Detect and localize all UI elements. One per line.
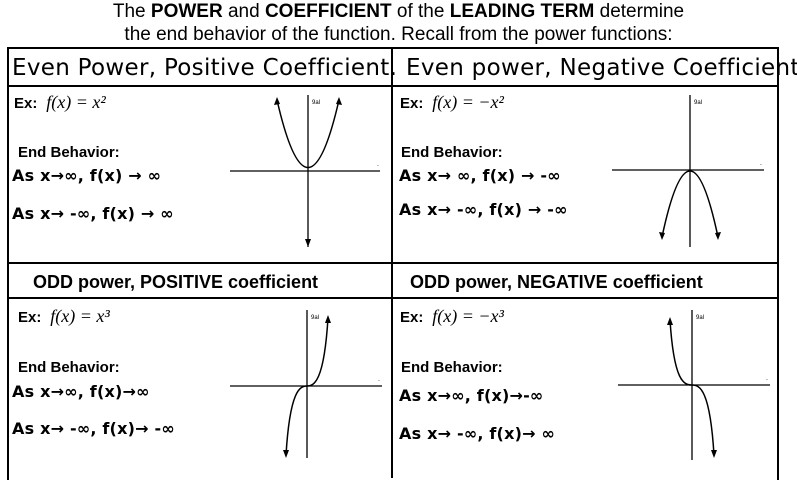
intro-line-2: the end behavior of the function. Recall… [124, 24, 673, 45]
cell3-example: Ex: f(x) = x³ [18, 306, 110, 327]
row-divider [7, 262, 779, 264]
cell1-x-tick-mark: . [377, 161, 379, 168]
intro-text-g: determine [594, 1, 685, 22]
cell4-axis-label: 9al [696, 315, 704, 321]
intro-text-a: The [112, 1, 151, 22]
intro-text-c: and [222, 1, 265, 22]
cell1-rule-1: As x→∞, f(x) → ∞ [12, 166, 162, 185]
cell1-title: Even Power, Positive Coefficient. [12, 55, 398, 81]
intro-text-e: of the [391, 1, 450, 22]
cell2-ex-label: Ex: [400, 95, 424, 112]
cell2-equation: f(x) = −x² [432, 92, 504, 112]
intro-power: POWER [150, 1, 223, 22]
cell3-axis-label: 9al [311, 315, 319, 321]
cell1-curve [276, 99, 340, 168]
cell4-example: Ex: f(x) = −x³ [400, 306, 504, 327]
cell2-curve-arrow-left [659, 232, 665, 240]
cell2-x-tick-mark: . [760, 160, 762, 167]
cell2-axis-label: 9al [694, 100, 702, 106]
cell1-curve-arrow-right [336, 97, 342, 105]
cell2-title: Even power, Negative Coefficient [406, 55, 797, 81]
cell4-end-behavior-label: End Behavior: [401, 359, 503, 376]
cell4-equation: f(x) = −x³ [432, 306, 504, 326]
cell2-graph: 9al . [612, 95, 764, 247]
cell1-curve-arrow-left [274, 97, 280, 105]
cell3-curve [285, 317, 329, 456]
cell1-graph: 9al . [230, 95, 380, 247]
cell3-curve-arrow-down [283, 450, 289, 458]
cell2-rule-2: As x→ -∞, f(x) → -∞ [399, 200, 568, 219]
cell2-example: Ex: f(x) = −x² [400, 92, 504, 113]
intro-leading-term: LEADING TERM [449, 1, 595, 22]
cell2-curve-arrow-right [715, 232, 721, 240]
cell3-title: ODD power, POSITIVE coefficient [33, 272, 319, 292]
cell3-ex-label: Ex: [18, 309, 42, 326]
cell3-rule-1: As x→∞, f(x)→∞ [12, 382, 150, 401]
row1-title-divider [7, 85, 779, 87]
cell1-ex-label: Ex: [14, 95, 38, 112]
cell2-rule-1: As x→ ∞, f(x) → -∞ [399, 166, 561, 185]
cell3-rule-2: As x→ -∞, f(x)→ -∞ [12, 419, 175, 438]
row2-title-divider [7, 297, 779, 299]
cell2-curve [661, 170, 719, 238]
cell1-axis-label: 9al [312, 100, 320, 106]
cell4-curve-arrow-up [667, 317, 673, 325]
cell3-curve-arrow-up [325, 315, 331, 323]
cell4-x-tick-mark: . [766, 375, 768, 382]
cell3-graph: 9al . [230, 310, 382, 458]
intro-text: The POWER and COEFFICIENT of the LEADING… [0, 0, 797, 46]
cell2-end-behavior-label: End Behavior: [401, 144, 503, 161]
cell3-equation: f(x) = x³ [50, 306, 110, 326]
cell1-equation: f(x) = x² [46, 92, 106, 112]
cell1-example: Ex: f(x) = x² [14, 92, 106, 113]
cell4-curve-arrow-down [711, 450, 717, 458]
cell1-y-arrow-down [305, 239, 311, 247]
cell4-ex-label: Ex: [400, 309, 424, 326]
cell3-end-behavior-label: End Behavior: [18, 359, 120, 376]
cell4-graph: 9al . [618, 310, 770, 460]
cell1-rule-2: As x→ -∞, f(x) → ∞ [12, 204, 174, 223]
intro-line-1: The POWER and COEFFICIENT of the LEADING… [0, 0, 797, 23]
cell4-title: ODD power, NEGATIVE coefficient [410, 272, 703, 292]
cell3-x-tick-mark: . [378, 376, 380, 383]
cell4-curve [669, 319, 715, 456]
intro-coefficient: COEFFICIENT [264, 1, 392, 22]
cell4-rule-2: As x→ -∞, f(x)→ ∞ [399, 424, 556, 443]
cell4-rule-1: As x→∞, f(x)→-∞ [399, 386, 544, 405]
cell1-end-behavior-label: End Behavior: [18, 144, 120, 161]
